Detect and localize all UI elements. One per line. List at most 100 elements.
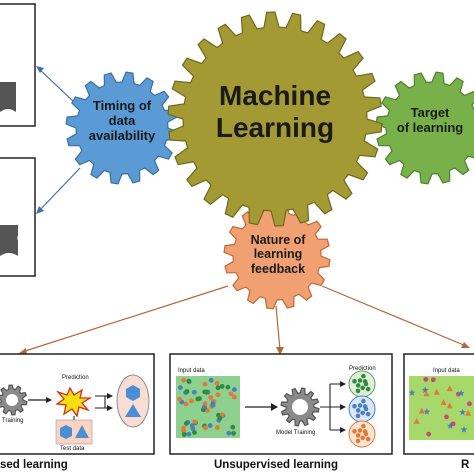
left-bottom-panel [0, 157, 36, 277]
rl-input-shape [459, 408, 466, 416]
input-data-dot [202, 381, 208, 387]
rl-input-shape [457, 389, 465, 397]
sup-arrowhead-3 [107, 405, 113, 411]
test-hexagon-icon [60, 425, 72, 439]
rl-input-label: Input data [433, 368, 460, 374]
rl-input-shape [440, 399, 447, 406]
input-data-dot [181, 428, 187, 434]
input-data-dot [230, 424, 236, 430]
unsupervised-caption: Unsupervised learning [214, 459, 338, 471]
input-data-dot [210, 402, 216, 408]
input-data-dot [225, 384, 231, 390]
cluster-dot [352, 379, 357, 384]
cluster-dot [361, 373, 366, 379]
unsup-input-label: Input data [178, 368, 205, 374]
target-gear-label: Target of learning [380, 105, 474, 136]
cluster-dot [355, 438, 361, 444]
feedback-line-3: feedback [250, 261, 306, 276]
feedback-line-2: learning [253, 247, 303, 262]
rl-input-shape [433, 388, 440, 395]
input-data-dot [181, 432, 187, 437]
unsup-arrowhead-1 [271, 403, 278, 411]
arrowhead-bottom-panel [36, 206, 44, 214]
input-data-dot [202, 401, 208, 406]
supervised-caption: sed learning [0, 459, 68, 471]
reinforcement-caption: R [461, 459, 470, 471]
unsup-model-training-label: Model Training [276, 430, 316, 436]
cluster-dot [355, 383, 361, 388]
rl-input-shape [467, 401, 472, 407]
rl-input-shape [421, 386, 429, 393]
input-data-dot [181, 377, 187, 383]
target-gear [375, 71, 474, 185]
input-data-dot [228, 391, 234, 397]
rl-input-shape [460, 426, 468, 433]
sup-training-label: Training [2, 418, 24, 424]
unsup-branch-arrows [320, 383, 340, 431]
arrow-to-unsupervised [275, 305, 281, 351]
rl-input-shape [426, 431, 432, 437]
rl-input-shape [423, 377, 429, 382]
input-data-dot [208, 395, 214, 400]
input-data-dot [214, 380, 220, 386]
arrowhead-top-panel [36, 66, 44, 73]
sup-arrowhead-2 [107, 393, 113, 399]
input-data-dot [232, 387, 237, 392]
input-data-dot [189, 423, 195, 428]
center-line-2: Learning [215, 112, 335, 144]
input-data-dot [178, 385, 183, 390]
arrow-to-supervised [21, 285, 229, 353]
output-triangle-icon [125, 404, 141, 417]
timing-gear-label: Timing of data availability [72, 98, 172, 144]
output-hexagon-icon [126, 385, 140, 401]
cluster-dot [361, 423, 366, 429]
sup-prediction-label: Prediction [62, 375, 89, 381]
input-data-dot [226, 430, 232, 436]
input-data-dot [183, 401, 189, 407]
target-line-1: Target [410, 105, 450, 120]
cluster-dot [355, 408, 361, 413]
input-data-dot [208, 377, 214, 383]
bottom-panel-result-text: ll result [17, 236, 33, 242]
input-data-dot [231, 430, 236, 436]
input-data-dot [186, 431, 192, 437]
input-data-dot [186, 378, 192, 384]
cluster-dot [362, 379, 368, 384]
cluster-dot [360, 410, 366, 416]
input-data-dot [203, 425, 208, 431]
cluster-dot [357, 378, 363, 383]
sup-test-data-label: Test data [60, 446, 85, 452]
input-data-dot [191, 389, 197, 395]
unsup-prediction-label: Prediction [349, 366, 376, 372]
cluster-dot [355, 388, 361, 394]
feedback-line-1: Nature of [250, 233, 306, 247]
cluster-dot [365, 436, 371, 442]
feedback-gear-label: Nature of learning feedback [226, 233, 330, 276]
arrow-to-reinforcement [321, 285, 467, 347]
input-data-dot [232, 394, 237, 400]
cluster-dot [355, 413, 361, 419]
input-data-dot [177, 396, 182, 402]
rl-input-shape [450, 421, 456, 427]
center-gear-label: Machine Learning [190, 80, 360, 144]
unsup-training-gear-hole [292, 399, 308, 415]
input-data-dot [189, 398, 194, 404]
timing-line-2: data [108, 112, 136, 128]
arrow-to-top-panel [37, 67, 75, 103]
cluster-dot [357, 403, 363, 408]
rl-input-shape [418, 407, 425, 414]
arrowhead-unsupervised [276, 347, 284, 355]
test-triangle-icon [75, 425, 89, 438]
prediction-burst-icon [55, 386, 93, 418]
cluster-dot [362, 429, 368, 434]
input-data-dot [217, 415, 223, 421]
cluster-dot [361, 398, 366, 404]
center-line-1: Machine [218, 80, 332, 111]
rl-input-shape [444, 414, 449, 420]
sup-training-gear-hole [6, 394, 18, 406]
input-data-dot [214, 425, 220, 431]
input-data-dot [215, 385, 221, 391]
input-data-dot [192, 430, 197, 435]
rl-input-shape [446, 385, 453, 392]
cluster-dot [357, 428, 363, 433]
